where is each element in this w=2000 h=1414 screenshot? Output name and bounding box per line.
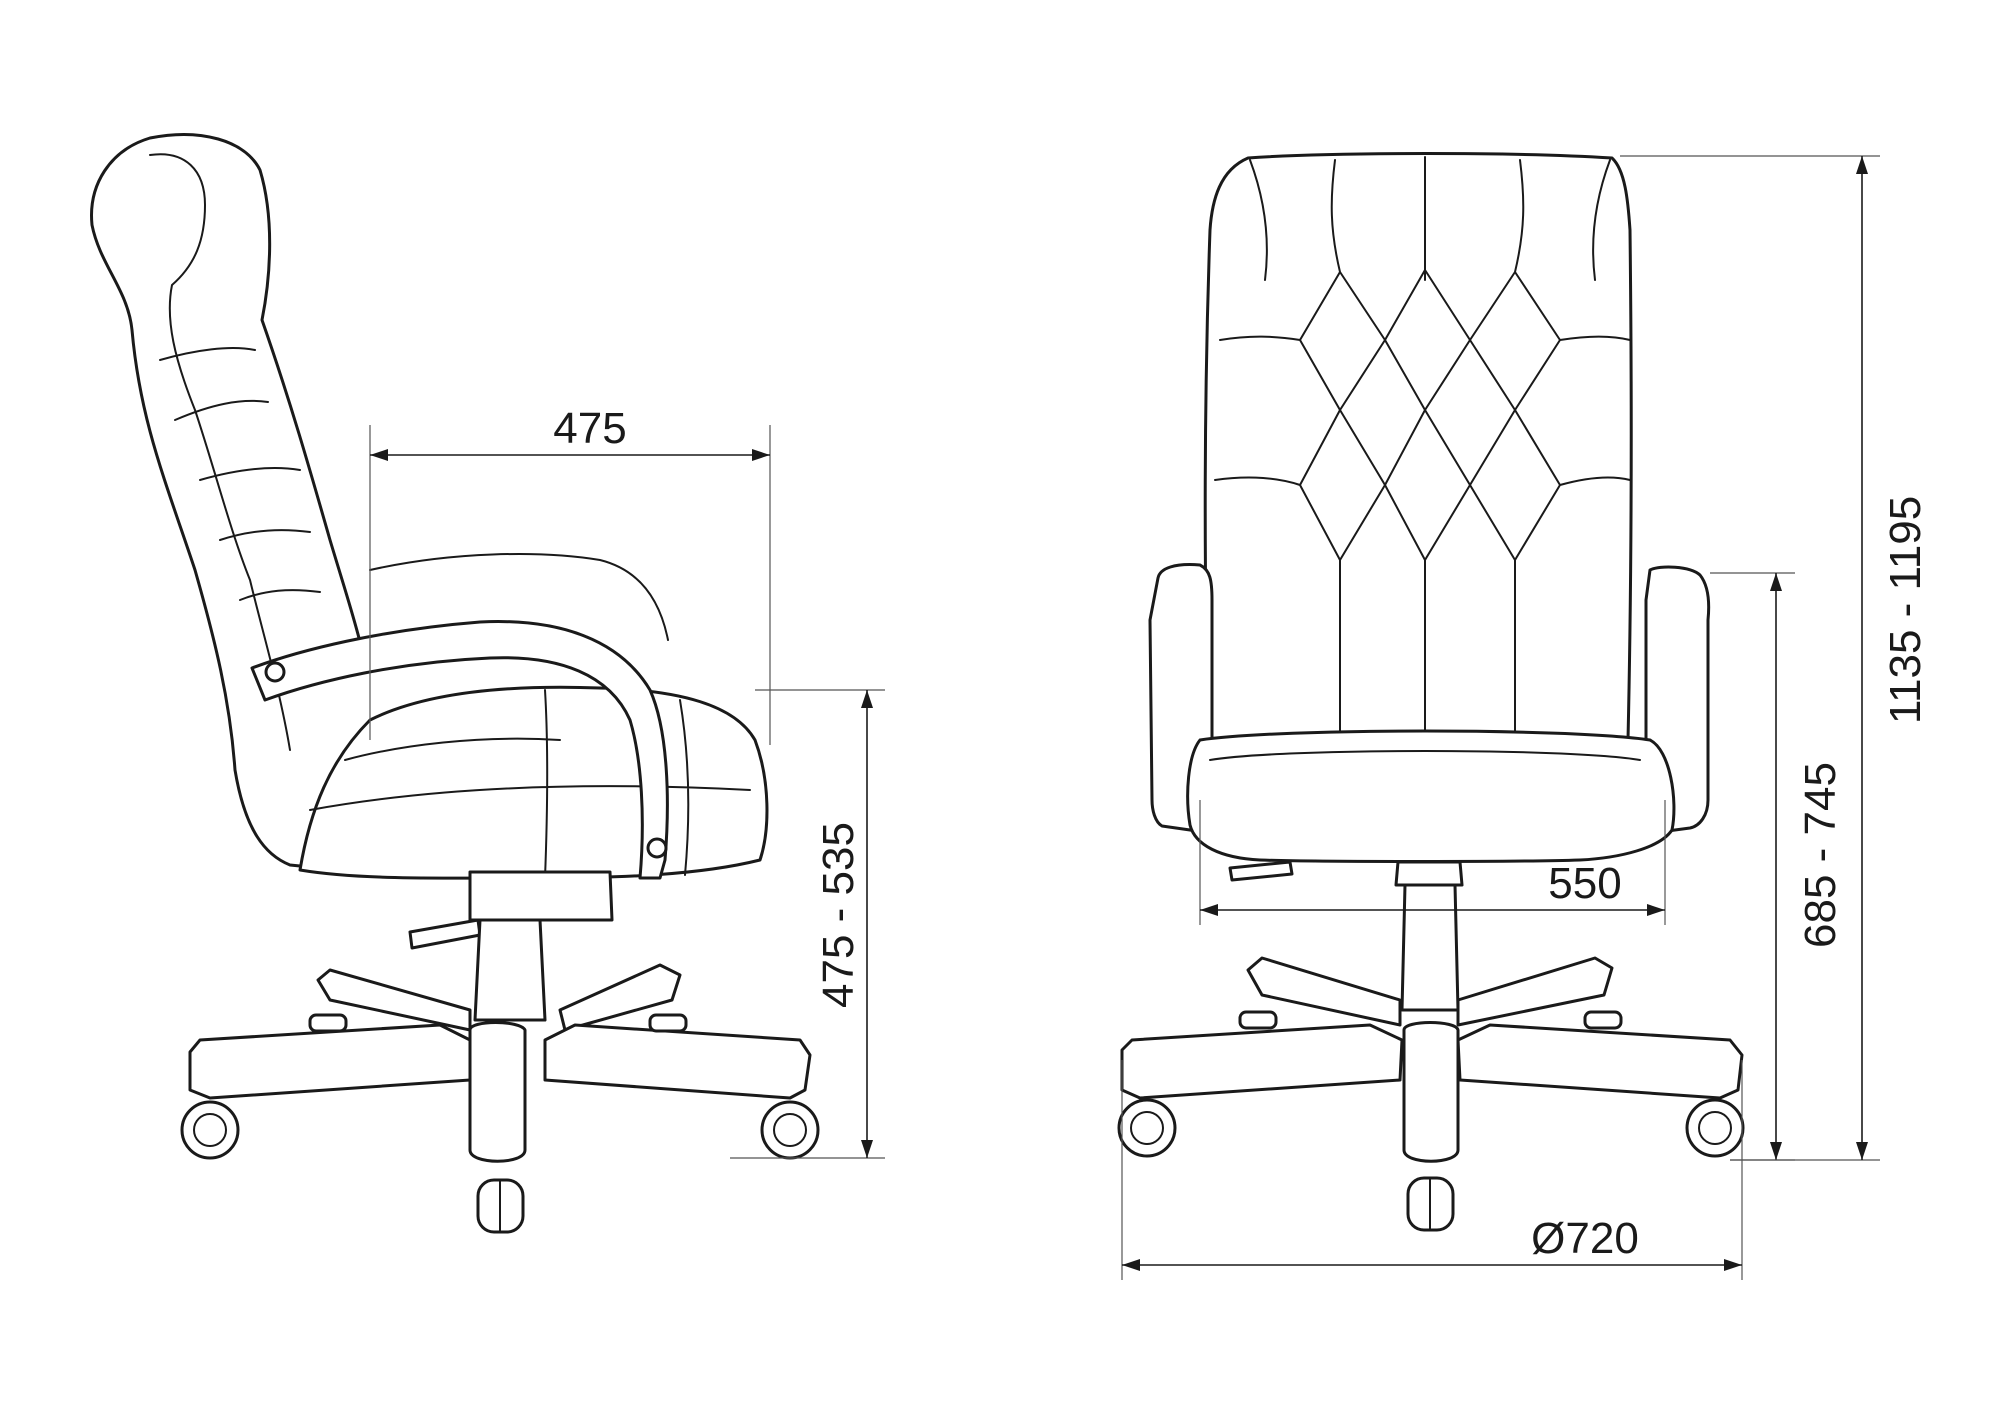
front-armrest-height-label: 685 - 745 [1796, 762, 1845, 948]
front-caster-front [1406, 1176, 1455, 1232]
front-seat [1186, 729, 1676, 863]
front-caster-rear-left [1238, 1010, 1278, 1030]
front-view-chair [1117, 152, 1745, 1232]
side-backrest [90, 133, 364, 870]
side-dimension-seat-depth: 475 [369, 404, 771, 745]
side-armrest-top [369, 553, 669, 641]
side-tilt-lever [408, 918, 482, 950]
side-base-right-leg [543, 1023, 812, 1100]
front-total-height-label: 1135 - 1195 [1881, 496, 1930, 724]
front-tilt-lever [1228, 860, 1294, 882]
side-seat-seams [309, 689, 751, 879]
front-base-left-leg [1120, 1023, 1404, 1100]
front-backrest-tufting [1214, 159, 1631, 741]
side-armrest-bolt-front [264, 661, 286, 683]
side-armrest-bolt-rear [646, 837, 668, 859]
side-gas-lift [473, 918, 547, 1022]
side-base-front-leg [468, 1021, 527, 1163]
side-base-left-leg [188, 1023, 472, 1100]
side-dimension-seat-height: 475 - 535 [730, 689, 885, 1159]
side-seat-height-label: 475 - 535 [814, 822, 863, 1008]
front-caster-rear-right [1583, 1010, 1623, 1030]
front-dimension-base-diameter: Ø720 [1121, 1060, 1743, 1280]
side-caster-rear-right [648, 1013, 688, 1033]
side-base-rear-legs [316, 963, 682, 1032]
front-base-front-leg [1402, 1021, 1460, 1163]
side-caster-rear-left [308, 1013, 348, 1033]
side-caster-left [180, 1100, 240, 1160]
side-seat-depth-label: 475 [553, 404, 626, 453]
side-backrest-inner [149, 153, 291, 751]
front-gas-lift [1400, 883, 1460, 1012]
front-base-right-leg [1456, 1023, 1744, 1100]
front-dimension-total-height: 1135 - 1195 [1620, 155, 1930, 1161]
front-dimension-seat-width: 550 [1199, 800, 1666, 925]
front-backrest-vertical-seams [1249, 156, 1611, 281]
front-caster-left [1117, 1098, 1177, 1158]
side-caster-front [476, 1178, 525, 1234]
side-backrest-seams [159, 347, 321, 601]
front-seat-width-label: 550 [1548, 859, 1621, 908]
side-caster-right [760, 1100, 820, 1160]
front-caster-right [1685, 1098, 1745, 1158]
side-armrest [250, 620, 669, 880]
front-base-diameter-label: Ø720 [1531, 1214, 1639, 1263]
side-view-chair [90, 133, 820, 1234]
front-backrest [1203, 152, 1633, 742]
front-seat-front-edge [1209, 750, 1641, 761]
side-mechanism [468, 870, 614, 922]
front-mechanism [1394, 860, 1464, 887]
front-base-rear-legs [1246, 956, 1614, 1027]
